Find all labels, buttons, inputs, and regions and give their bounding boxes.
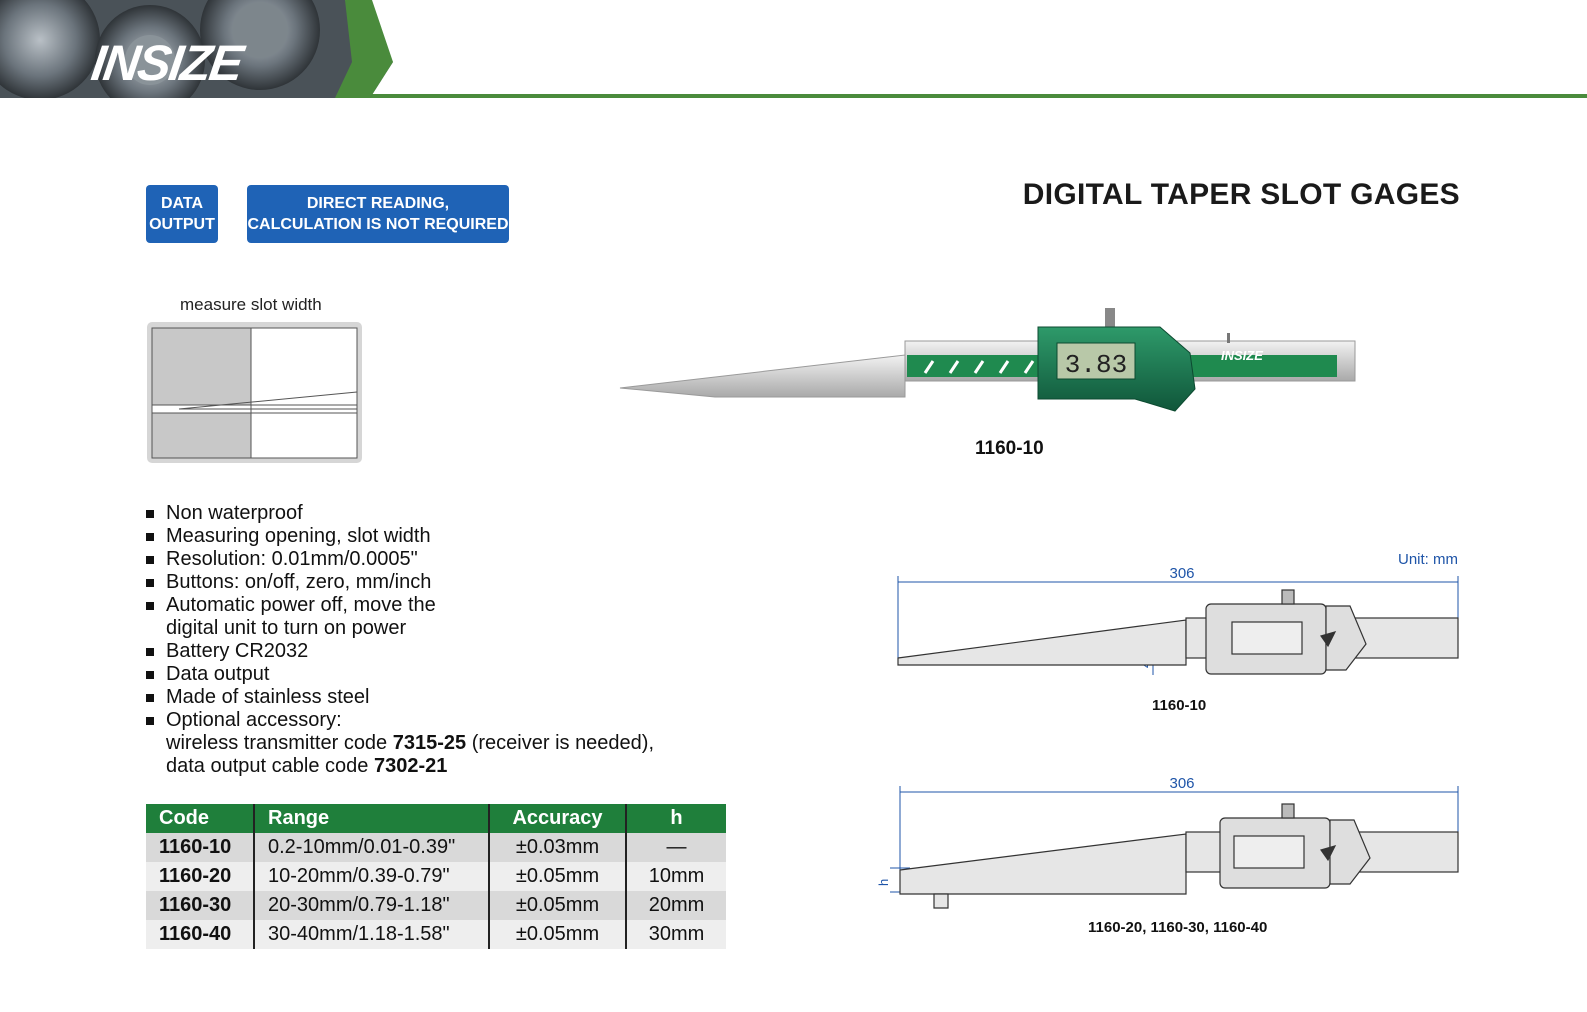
table-cell: ±0.05mm (488, 891, 626, 920)
header-gear-photo (0, 0, 393, 98)
spec-table: Code Range Accuracy h 1160-10 0.2-10mm/0… (146, 804, 726, 949)
technical-drawing-1160-10: 306 4 16 (897, 565, 1459, 675)
feature-item-continuation: digital unit to turn on power (166, 617, 407, 639)
lcd-reading: 3.83 (1065, 350, 1127, 380)
table-cell: 1160-40 (146, 920, 254, 949)
feature-item: Measuring opening, slot width (146, 525, 654, 548)
dimension-length: 306 (1169, 775, 1194, 792)
product-brand-mark: INSIZE (1221, 348, 1263, 363)
slot-diagram-caption: measure slot width (180, 295, 322, 314)
table-cell: 1160-20 (146, 862, 254, 891)
direct-reading-badge: DIRECT READING, CALCULATION IS NOT REQUIR… (247, 185, 509, 243)
table-row: 1160-40 30-40mm/1.18-1.58" ±0.05mm 30mm (146, 920, 726, 949)
drawing-caption-1: 1160-10 (1152, 697, 1207, 714)
feature-list: Non waterproof Measuring opening, slot w… (146, 502, 654, 778)
badge-line: CALCULATION IS NOT REQUIRED (247, 216, 509, 233)
table-cell: 10-20mm/0.39-0.79" (253, 862, 489, 891)
table-header-row: Code Range Accuracy h (146, 804, 726, 833)
accessory-line: data output cable code 7302-21 (146, 755, 654, 778)
feature-item: Made of stainless steel (146, 686, 654, 709)
feature-item: Buttons: on/off, zero, mm/inch (146, 571, 654, 594)
drawing-caption-2: 1160-20, 1160-30, 1160-40 (1088, 919, 1268, 936)
accessory-text: data output cable code (166, 755, 374, 777)
column-header: Code (146, 804, 254, 833)
table-cell: 1160-10 (146, 833, 254, 862)
column-header: h (625, 804, 726, 833)
feature-item: Optional accessory: (146, 709, 654, 732)
badge-line: DIRECT READING, (306, 195, 450, 212)
accessory-line: wireless transmitter code 7315-25 (recei… (146, 732, 654, 755)
column-header: Accuracy (488, 804, 626, 833)
header-banner: INSIZE (0, 0, 1587, 100)
column-header: Range (253, 804, 489, 833)
scale-marks (923, 360, 1035, 374)
feature-item: Battery CR2032 (146, 640, 654, 663)
table-row: 1160-30 20-30mm/0.79-1.18" ±0.05mm 20mm (146, 891, 726, 920)
table-cell: — (625, 833, 726, 862)
page-title: DIGITAL TAPER SLOT GAGES (1022, 178, 1460, 211)
table-cell: 10mm (625, 862, 726, 891)
header-rule (330, 94, 1587, 98)
table-cell: 20-30mm/0.79-1.18" (253, 891, 489, 920)
badge-line: OUTPUT (149, 216, 215, 233)
insize-logo: INSIZE (88, 35, 246, 91)
feature-item: Non waterproof (146, 502, 654, 525)
accessory-text: wireless transmitter code (166, 732, 393, 754)
dimension-h: h (876, 879, 891, 886)
feature-item: Automatic power off, move the (146, 594, 654, 617)
accessory-text: (receiver is needed), (466, 732, 655, 754)
table-cell: 30mm (625, 920, 726, 949)
table-cell: ±0.03mm (488, 833, 626, 862)
table-cell: 30-40mm/1.18-1.58" (253, 920, 489, 949)
slot-width-diagram (147, 322, 362, 463)
table-row: 1160-10 0.2-10mm/0.01-0.39" ±0.03mm — (146, 833, 726, 862)
product-photo: 3.83 INSIZE (619, 308, 1356, 412)
accessory-code: 7302-21 (373, 755, 448, 777)
table-cell: ±0.05mm (488, 862, 626, 891)
badge-line: DATA (160, 195, 204, 212)
table-cell: 0.2-10mm/0.01-0.39" (253, 833, 489, 862)
dimension-length: 306 (1169, 565, 1194, 582)
feature-item: Data output (146, 663, 654, 686)
table-row: 1160-20 10-20mm/0.39-0.79" ±0.05mm 10mm (146, 862, 726, 891)
table-cell: 20mm (625, 891, 726, 920)
unit-label: Unit: mm (1398, 551, 1458, 568)
table-cell: ±0.05mm (488, 920, 626, 949)
accessory-code: 7315-25 (392, 732, 467, 754)
table-cell: 1160-30 (146, 891, 254, 920)
data-output-badge: DATA OUTPUT (146, 185, 218, 243)
technical-drawing-1160-20-40: 306 h 4 16 (876, 775, 1459, 909)
product-photo-caption: 1160-10 (975, 438, 1044, 459)
feature-item: Resolution: 0.01mm/0.0005" (146, 548, 654, 571)
